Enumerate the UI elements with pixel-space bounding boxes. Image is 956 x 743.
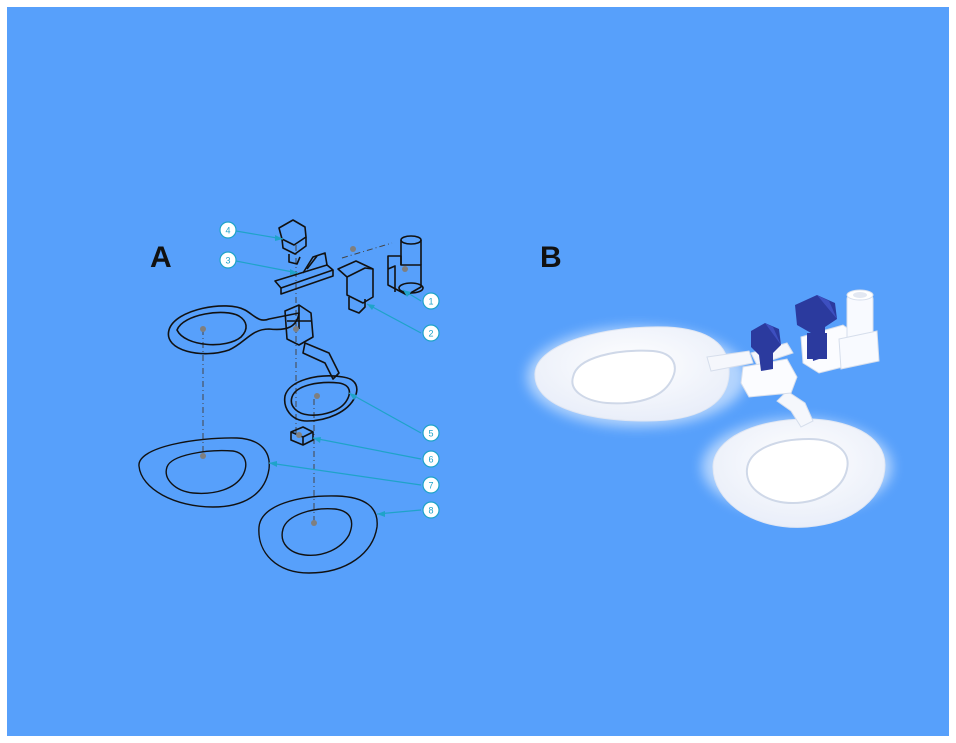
part-4-knob: [278, 219, 307, 265]
panel-b-device-render: [527, 289, 892, 528]
part-5-frame-body: [167, 304, 358, 422]
callout-2-text: 2: [428, 329, 433, 339]
leader-arrowheads: [269, 235, 411, 517]
callout-8: 8: [422, 501, 440, 519]
leader-lines: [235, 230, 422, 515]
device-connector: [838, 289, 880, 370]
callout-1-text: 1: [428, 297, 433, 307]
callout-4: 4: [219, 221, 237, 239]
callout-7: 7: [422, 476, 440, 494]
callout-4-text: 4: [225, 226, 230, 236]
part-7-dressing-left: [138, 437, 270, 508]
callout-6: 6: [422, 450, 440, 468]
panel-a-exploded-view: [138, 219, 424, 574]
device-clip-right: [795, 295, 837, 361]
device-clip-left: [751, 323, 781, 371]
callout-8-text: 8: [428, 506, 433, 516]
callout-2: 2: [422, 324, 440, 342]
pad-right: [712, 418, 886, 528]
callout-3: 3: [219, 251, 237, 269]
part-8-dressing-right: [258, 495, 378, 574]
panel-a-label: A: [150, 241, 172, 274]
callout-5-text: 5: [428, 429, 433, 439]
figure-canvas: A B: [7, 7, 949, 736]
callout-3-text: 3: [225, 256, 230, 266]
figure-svg: 1 2 3 4 5 6 7: [138, 219, 892, 574]
alignment-lines: [202, 242, 393, 523]
center-dots: [200, 246, 408, 526]
callout-6-text: 6: [428, 455, 433, 465]
callouts: 1 2 3 4 5 6 7: [219, 221, 440, 519]
callout-5: 5: [422, 424, 440, 442]
callout-7-text: 7: [428, 481, 433, 491]
callout-1: 1: [422, 292, 440, 310]
pad-left: [534, 326, 730, 422]
part-2-bracket: [337, 260, 374, 314]
part-3-clip-bar: [274, 252, 334, 295]
part-6-plug: [290, 426, 314, 446]
panel-b-label: B: [540, 241, 562, 274]
part-1-connector: [387, 235, 424, 296]
